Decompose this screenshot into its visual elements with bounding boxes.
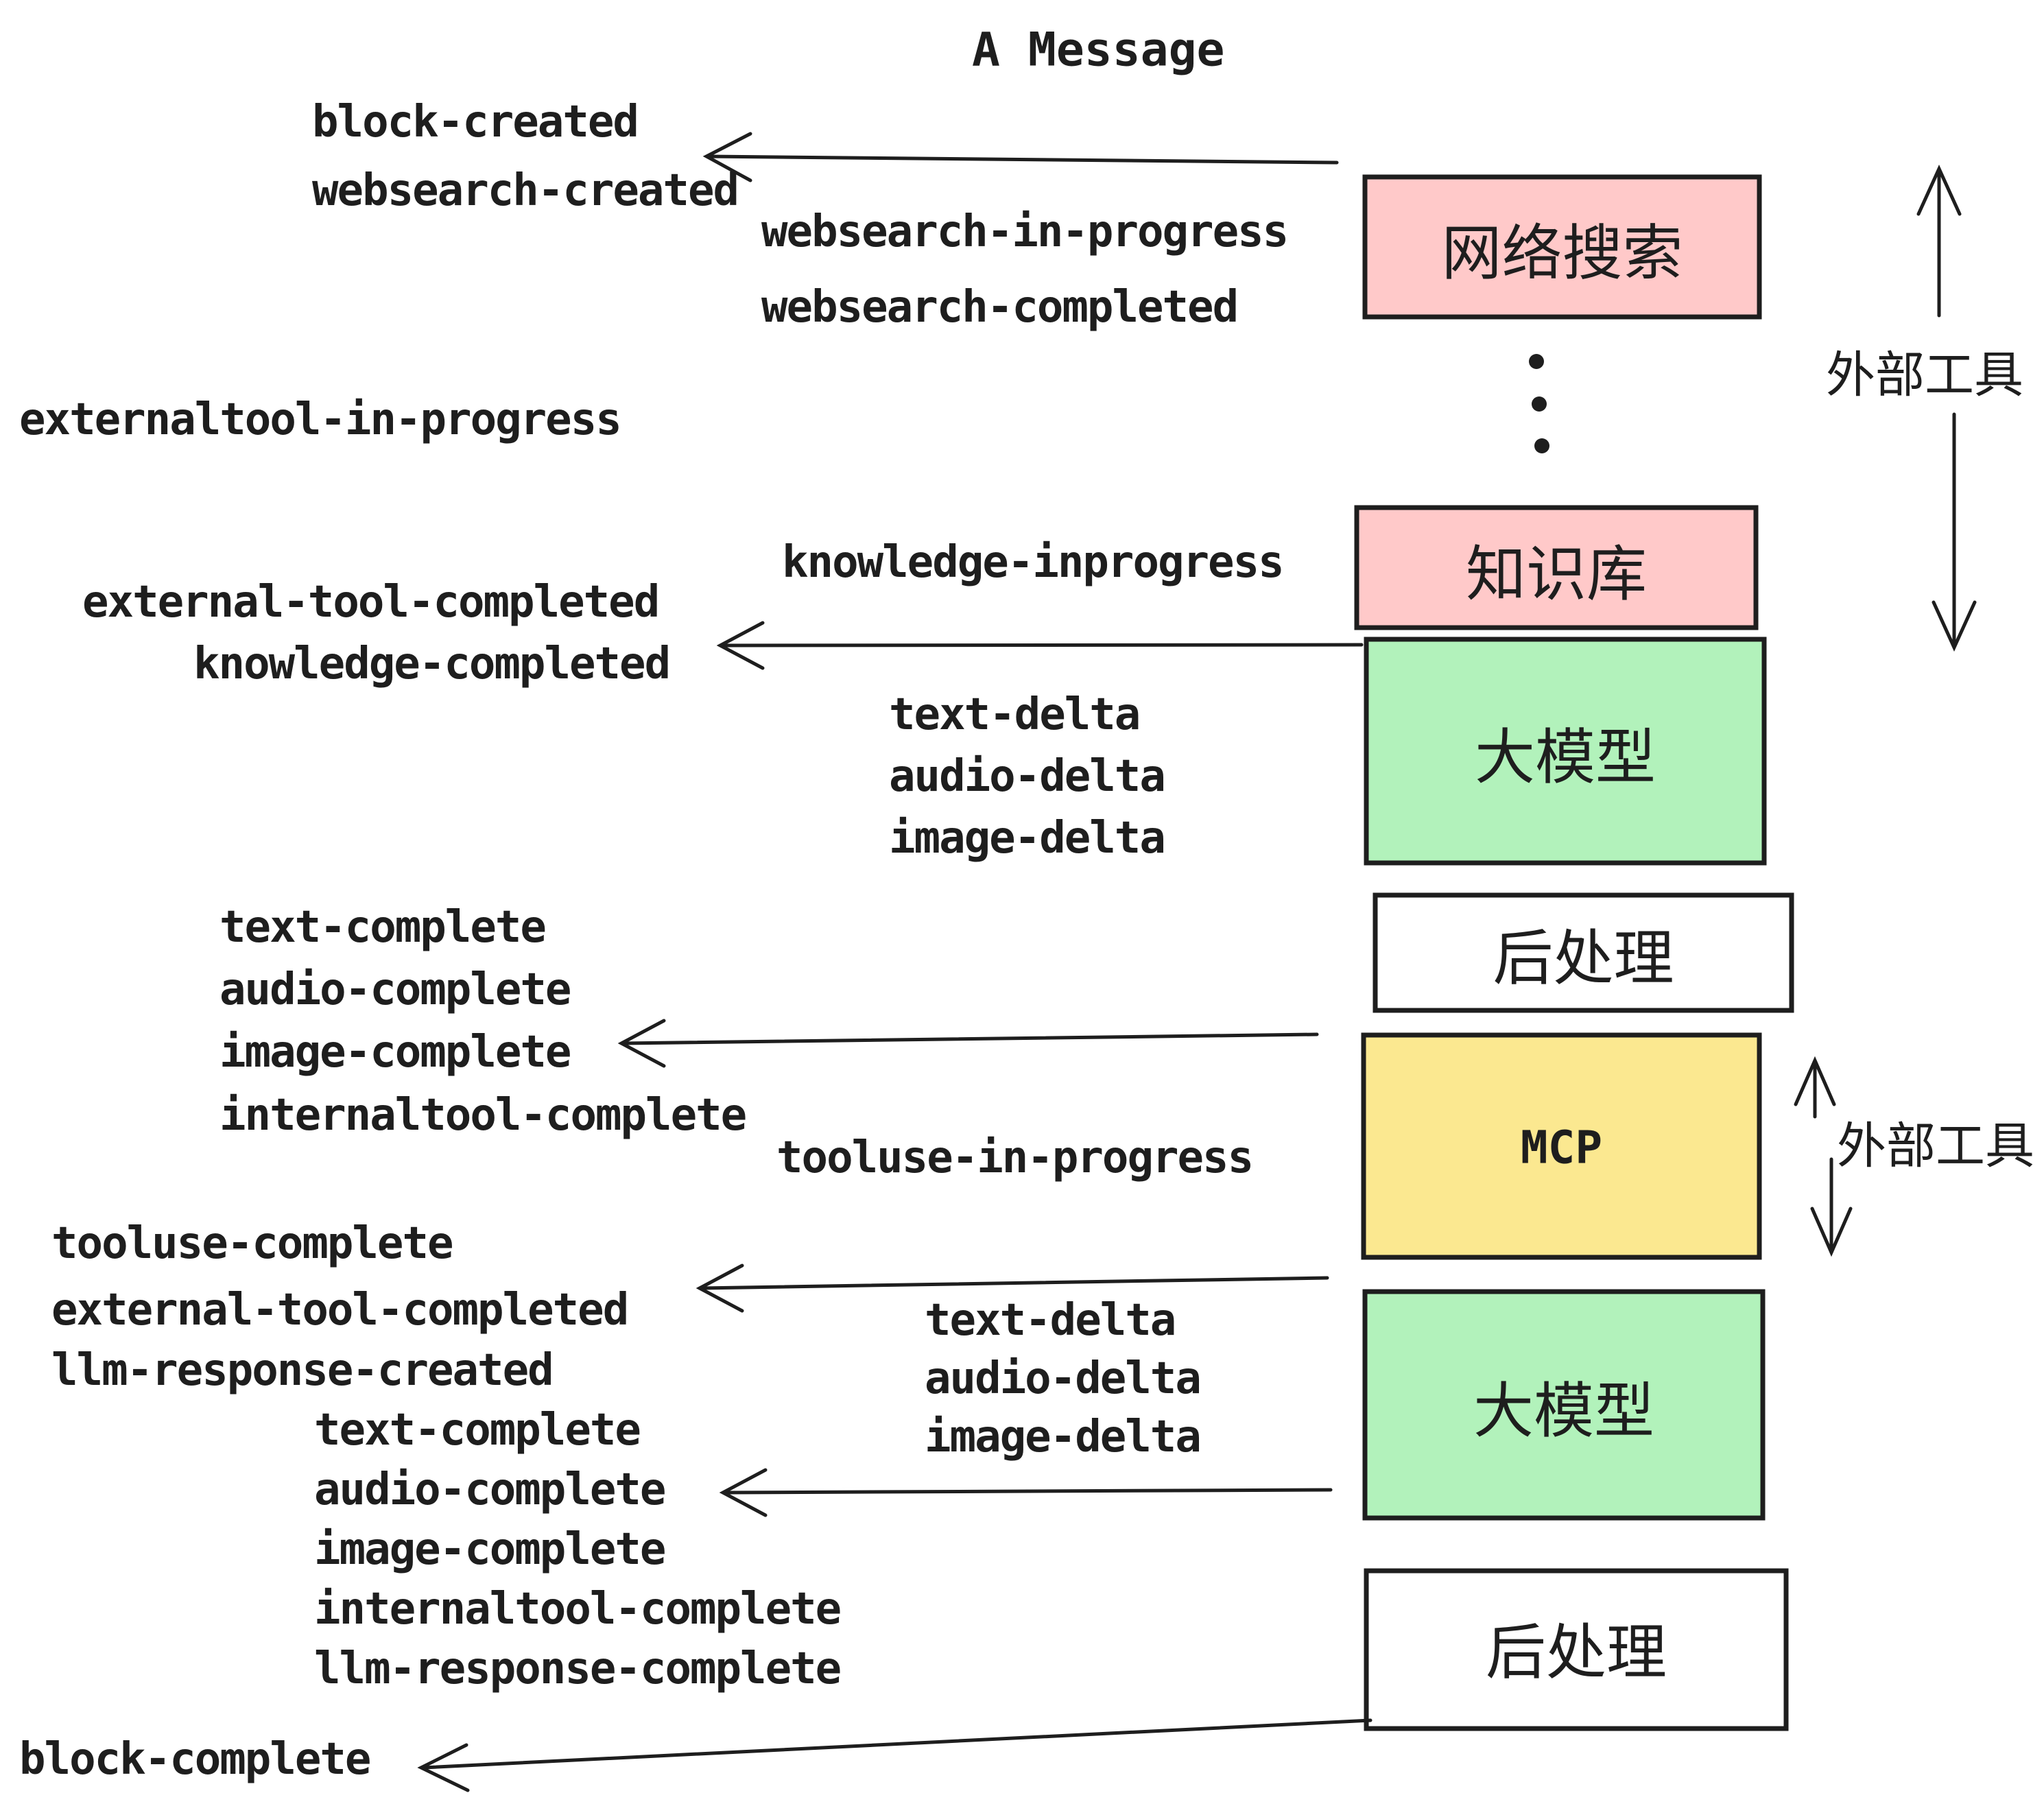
- event-label-block-complete: block-complete: [19, 1734, 371, 1785]
- llm-box-1: [1364, 637, 1767, 866]
- event-label-external-tool-completed-1: external-tool-completed: [82, 577, 660, 628]
- event-label-externaltool-in-progress: externaltool-in-progress: [19, 394, 622, 445]
- arrow-to-knowledge-completed: [716, 621, 1364, 670]
- event-label-llm-response-complete: llm-response-complete: [314, 1643, 842, 1694]
- mcp-box: [1361, 1032, 1762, 1260]
- event-label-text-delta-1: text-delta: [889, 689, 1141, 740]
- llm-box-2: [1362, 1289, 1766, 1521]
- event-label-tooluse-complete: tooluse-complete: [51, 1218, 453, 1269]
- arrow-to-block-created: [702, 132, 1339, 182]
- postprocess-box-2-label: 后处理: [1485, 1617, 1667, 1688]
- event-label-image-delta-1: image-delta: [889, 813, 1166, 864]
- event-label-knowledge-completed: knowledge-completed: [193, 639, 671, 689]
- event-label-internaltool-complete-2: internaltool-complete: [314, 1584, 842, 1635]
- arrow-to-tooluse-complete: [696, 1263, 1329, 1313]
- postprocess-box-1: [1372, 892, 1794, 1013]
- event-label-audio-complete-1: audio-complete: [219, 964, 571, 1015]
- postprocess-box-1-label: 后处理: [1493, 923, 1674, 994]
- postprocess-box-2: [1364, 1568, 1789, 1731]
- event-label-websearch-completed: websearch-completed: [761, 282, 1239, 333]
- arrow-to-audio-complete: [719, 1468, 1333, 1517]
- arrow-to-image-complete: [617, 1019, 1319, 1068]
- event-label-text-complete-2: text-complete: [314, 1405, 641, 1456]
- event-label-audio-delta-1: audio-delta: [889, 751, 1166, 802]
- event-label-block-created: block-created: [312, 97, 639, 147]
- event-label-internaltool-complete-1: internaltool-complete: [219, 1090, 747, 1141]
- llm-box-1-label: 大模型: [1474, 722, 1656, 793]
- external-tools-range-arrow-up-1: [1916, 164, 1962, 318]
- external-tools-range-arrow-down-2: [1810, 1157, 1853, 1257]
- event-label-llm-response-created: llm-response-created: [51, 1345, 554, 1396]
- arrow-to-block-complete: [417, 1718, 1372, 1792]
- event-label-websearch-created: websearch-created: [312, 165, 739, 216]
- event-label-image-complete-1: image-complete: [219, 1027, 571, 1078]
- event-label-knowledge-inprogress: knowledge-inprogress: [782, 537, 1285, 588]
- ellipsis-dots-icon: [1529, 354, 1549, 453]
- knowledge-box-label: 知识库: [1465, 538, 1647, 610]
- event-label-audio-complete-2: audio-complete: [314, 1464, 666, 1515]
- event-label-image-complete-2: image-complete: [314, 1524, 666, 1575]
- external-tools-range-arrow-up-2: [1794, 1056, 1836, 1119]
- websearch-box: [1362, 174, 1762, 320]
- event-label-text-delta-2: text-delta: [925, 1295, 1176, 1346]
- event-label-external-tool-completed-2: external-tool-completed: [51, 1285, 629, 1336]
- event-label-text-complete-1: text-complete: [219, 902, 547, 953]
- event-label-websearch-in-progress: websearch-in-progress: [761, 206, 1289, 257]
- external-tools-annotation-2: 外部工具: [1837, 1117, 2035, 1175]
- event-label-image-delta-2: image-delta: [925, 1412, 1202, 1462]
- diagram-title: A Message: [972, 23, 1225, 78]
- external-tools-annotation-1: 外部工具: [1826, 346, 2024, 404]
- external-tools-range-arrow-down-1: [1932, 412, 1977, 652]
- mcp-box-label: MCP: [1520, 1121, 1603, 1174]
- websearch-box-label: 网络搜索: [1441, 217, 1683, 289]
- llm-box-2-label: 大模型: [1473, 1375, 1654, 1447]
- event-label-tooluse-in-progress: tooluse-in-progress: [776, 1132, 1254, 1183]
- knowledge-box: [1354, 505, 1759, 630]
- event-label-audio-delta-2: audio-delta: [925, 1353, 1202, 1404]
